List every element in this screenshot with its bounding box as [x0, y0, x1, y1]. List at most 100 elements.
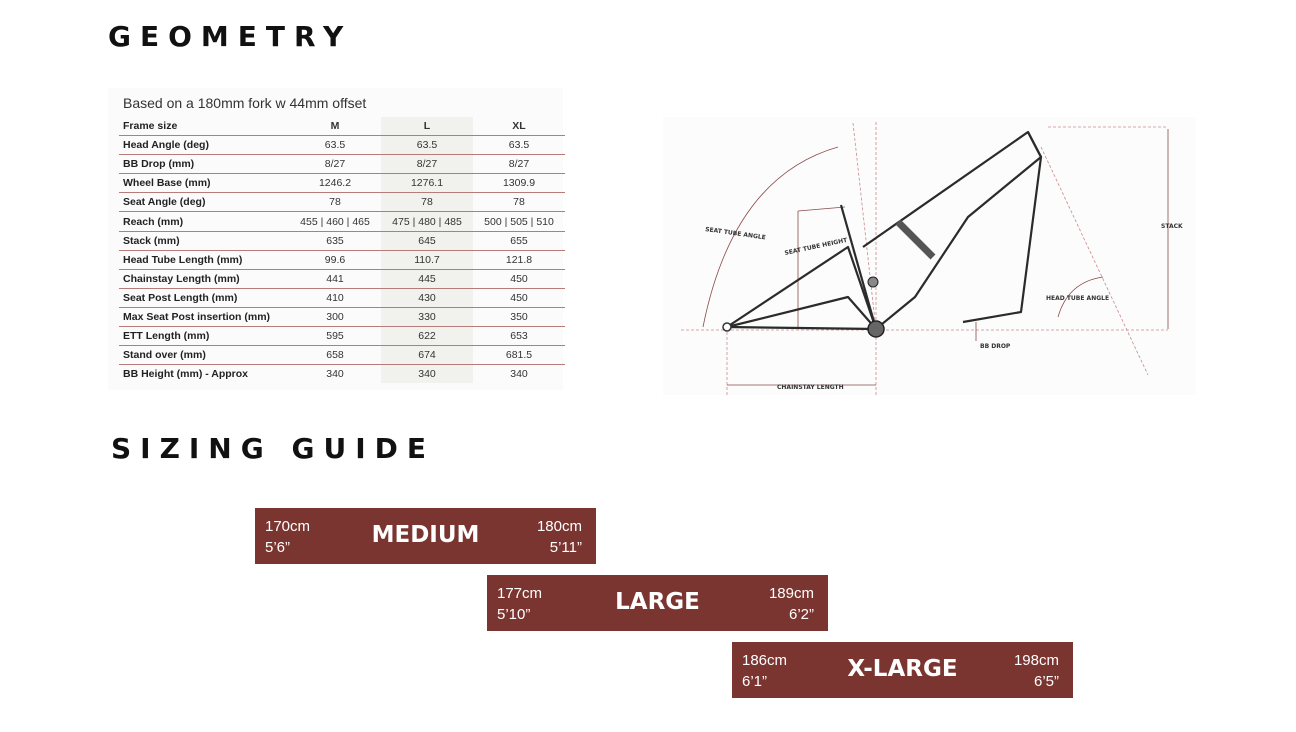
label-bb-drop: BB DROP: [980, 343, 1011, 350]
rear-shock: [895, 219, 936, 260]
label-stack: STACK: [1161, 223, 1183, 230]
table-cell: 450: [473, 288, 565, 308]
row-label: BB Drop (mm): [119, 154, 289, 175]
label-chainstay-length: CHAINSTAY LENGTH: [777, 384, 844, 391]
table-cell: 645: [381, 231, 473, 251]
geometry-heading: GEOMETRY: [108, 20, 353, 53]
table-cell: 8/27: [381, 154, 473, 175]
table-cell: 635: [289, 231, 381, 251]
table-cell: 500 | 505 | 510: [473, 211, 565, 232]
table-cell: 450: [473, 269, 565, 289]
head-tube-angle-arc: [1057, 276, 1104, 318]
row-label: ETT Length (mm): [119, 326, 289, 347]
large-min-cm: 177cm: [497, 585, 543, 602]
bike-frame-drawing: SEAT TUBE ANGLE SEAT TUBE HEIGHT STACK H…: [681, 122, 1183, 395]
seat-tube-angle-arc: [702, 146, 839, 328]
row-label: Chainstay Length (mm): [119, 269, 289, 289]
row-label: Wheel Base (mm): [119, 173, 289, 194]
label-seat-tube-angle: SEAT TUBE ANGLE: [705, 226, 766, 241]
header-size-l: L: [381, 117, 473, 137]
head-tube-axis-line: [1040, 146, 1149, 376]
table-cell: 430: [381, 288, 473, 308]
table-cell: 475 | 480 | 485: [381, 211, 473, 232]
row-label: Max Seat Post insertion (mm): [119, 307, 289, 328]
medium-label: MEDIUM: [371, 522, 480, 548]
table-cell: 78: [473, 192, 565, 213]
table-cell: 121.8: [473, 250, 565, 270]
x-large-max-cm: 198cm: [1013, 652, 1059, 669]
table-cell: 63.5: [473, 135, 565, 156]
seatstay-tube: [726, 245, 878, 330]
table-cell: 78: [289, 192, 381, 213]
table-cell: 674: [381, 345, 473, 366]
table-cell: 658: [289, 345, 381, 366]
rear-axle-icon: [722, 322, 732, 332]
size-bar-x-large: 186cm 6’1” X-LARGE 198cm 6’5”: [732, 642, 1073, 698]
x-large-min-ft: 6’1”: [742, 673, 768, 690]
table-cell: 653: [473, 326, 565, 347]
row-label: Stack (mm): [119, 231, 289, 251]
table-cell: 441: [289, 269, 381, 289]
table-cell: 99.6: [289, 250, 381, 270]
table-cell: 8/27: [473, 154, 565, 175]
row-label: Seat Angle (deg): [119, 192, 289, 213]
table-cell: 410: [289, 288, 381, 308]
medium-min-ft: 5’6”: [265, 539, 291, 556]
medium-max-ft: 5’11”: [549, 539, 582, 556]
table-cell: 455 | 460 | 465: [289, 211, 381, 232]
sizing-guide-heading: SIZING GUIDE: [111, 432, 435, 465]
fork-note: Based on a 180mm fork w 44mm offset: [123, 95, 367, 111]
table-cell: 681.5: [473, 345, 565, 366]
table-cell: 595: [289, 326, 381, 347]
row-label: Stand over (mm): [119, 345, 289, 366]
label-head-tube-angle: HEAD TUBE ANGLE: [1046, 295, 1109, 302]
table-cell: 340: [381, 364, 473, 384]
table-cell: 8/27: [289, 154, 381, 175]
x-large-max-ft: 6’5”: [1033, 673, 1059, 690]
table-cell: 622: [381, 326, 473, 347]
header-size-xl: XL: [473, 117, 565, 137]
x-large-min-cm: 186cm: [742, 652, 788, 669]
table-cell: 63.5: [289, 135, 381, 156]
header-frame-size: Frame size: [119, 117, 289, 137]
header-size-m: M: [289, 117, 381, 137]
table-cell: 110.7: [381, 250, 473, 270]
table-cell: 63.5: [381, 135, 473, 156]
row-label: Reach (mm): [119, 211, 289, 232]
large-max-cm: 189cm: [768, 585, 814, 602]
table-cell: 340: [510, 368, 528, 381]
chainstay-tube: [725, 295, 878, 331]
row-label: BB Height (mm) - Approx: [123, 368, 249, 381]
medium-min-cm: 170cm: [265, 518, 311, 535]
x-large-label: X-LARGE: [847, 656, 958, 682]
table-cell: 1309.9: [473, 173, 565, 194]
large-min-ft: 5’10”: [497, 606, 531, 623]
table-cell: 1246.2: [289, 173, 381, 194]
table-cell: 300: [289, 307, 381, 328]
down-tube: [962, 131, 1043, 324]
seat-tube-axis-line: [852, 122, 877, 331]
table-cell: 330: [381, 307, 473, 328]
table-cell: 78: [381, 192, 473, 213]
table-header-row: Frame size M L XL: [119, 117, 565, 137]
seat-tube: [839, 204, 878, 330]
table-cell: 655: [473, 231, 565, 251]
table-cell: 445: [381, 269, 473, 289]
row-label: Head Angle (deg): [119, 135, 289, 156]
large-label: LARGE: [615, 589, 700, 615]
